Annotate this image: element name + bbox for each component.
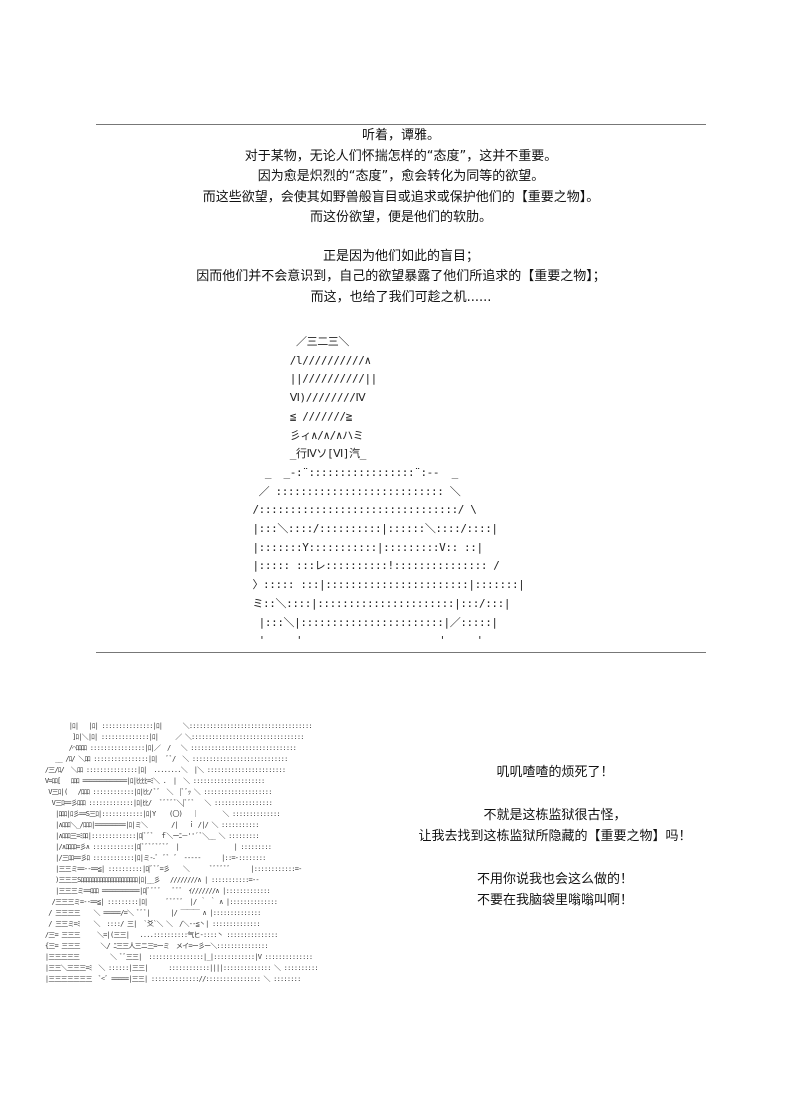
dialogue-line: 不用你说我也会这么做的！: [476, 871, 633, 887]
narration-text: 听着，谭雅。 对于某物，无论人们怀揣怎样的“态度”，这并不重要。 因为愈是炽烈的…: [96, 126, 706, 308]
dialogue-line: 不就是这栋监狱很古怪，: [483, 807, 627, 823]
narration-line: 正是因为他们如此的盲目；: [322, 248, 479, 264]
narration-line: 而这，也给了我们可趁之机......: [310, 289, 492, 305]
dialogue-spacer: [400, 848, 710, 869]
narration-line: 而这份欲望，便是他们的软肋。: [309, 210, 492, 225]
narration-line: 因为愈是炽烈的“态度”，愈会转化为同等的欲望。: [257, 169, 545, 184]
bottom-divider: [96, 652, 706, 653]
ascii-art-figure: ／三二三＼ /l//////////∧ ||//////////|| Ⅵ)///…: [252, 335, 525, 648]
dialogue-line: 让我去找到这栋监狱所隐藏的【重要之物】吗！: [418, 829, 692, 844]
ascii-art-scene: |ﾛ| |ﾛ| :::::::::::::::|ﾛ| ＼::::::::::::…: [44, 722, 319, 983]
narration-spacer: [96, 229, 706, 247]
dialogue-text: 叽叽喳喳的烦死了！ 不就是这栋监狱很古怪， 让我去找到这栋监狱所隐藏的【重要之物…: [400, 762, 710, 912]
dialogue-line: 不要在我脑袋里嗡嗡叫啊！: [476, 893, 633, 908]
narration-line: 听着，谭雅。: [361, 128, 440, 143]
narration-line: 而这些欲望，会使其如野兽般盲目或追求或保护他们的【重要之物】。: [202, 189, 600, 205]
narration-line: 对于某物，无论人们怀揣怎样的“态度”，这并不重要。: [244, 148, 558, 164]
narration-line: 因而他们并不会意识到，自己的欲望暴露了他们所追求的【重要之物】；: [196, 269, 606, 284]
dialogue-spacer: [400, 784, 710, 805]
dialogue-line: 叽叽喳喳的烦死了！: [496, 765, 614, 780]
top-divider: [96, 124, 706, 125]
